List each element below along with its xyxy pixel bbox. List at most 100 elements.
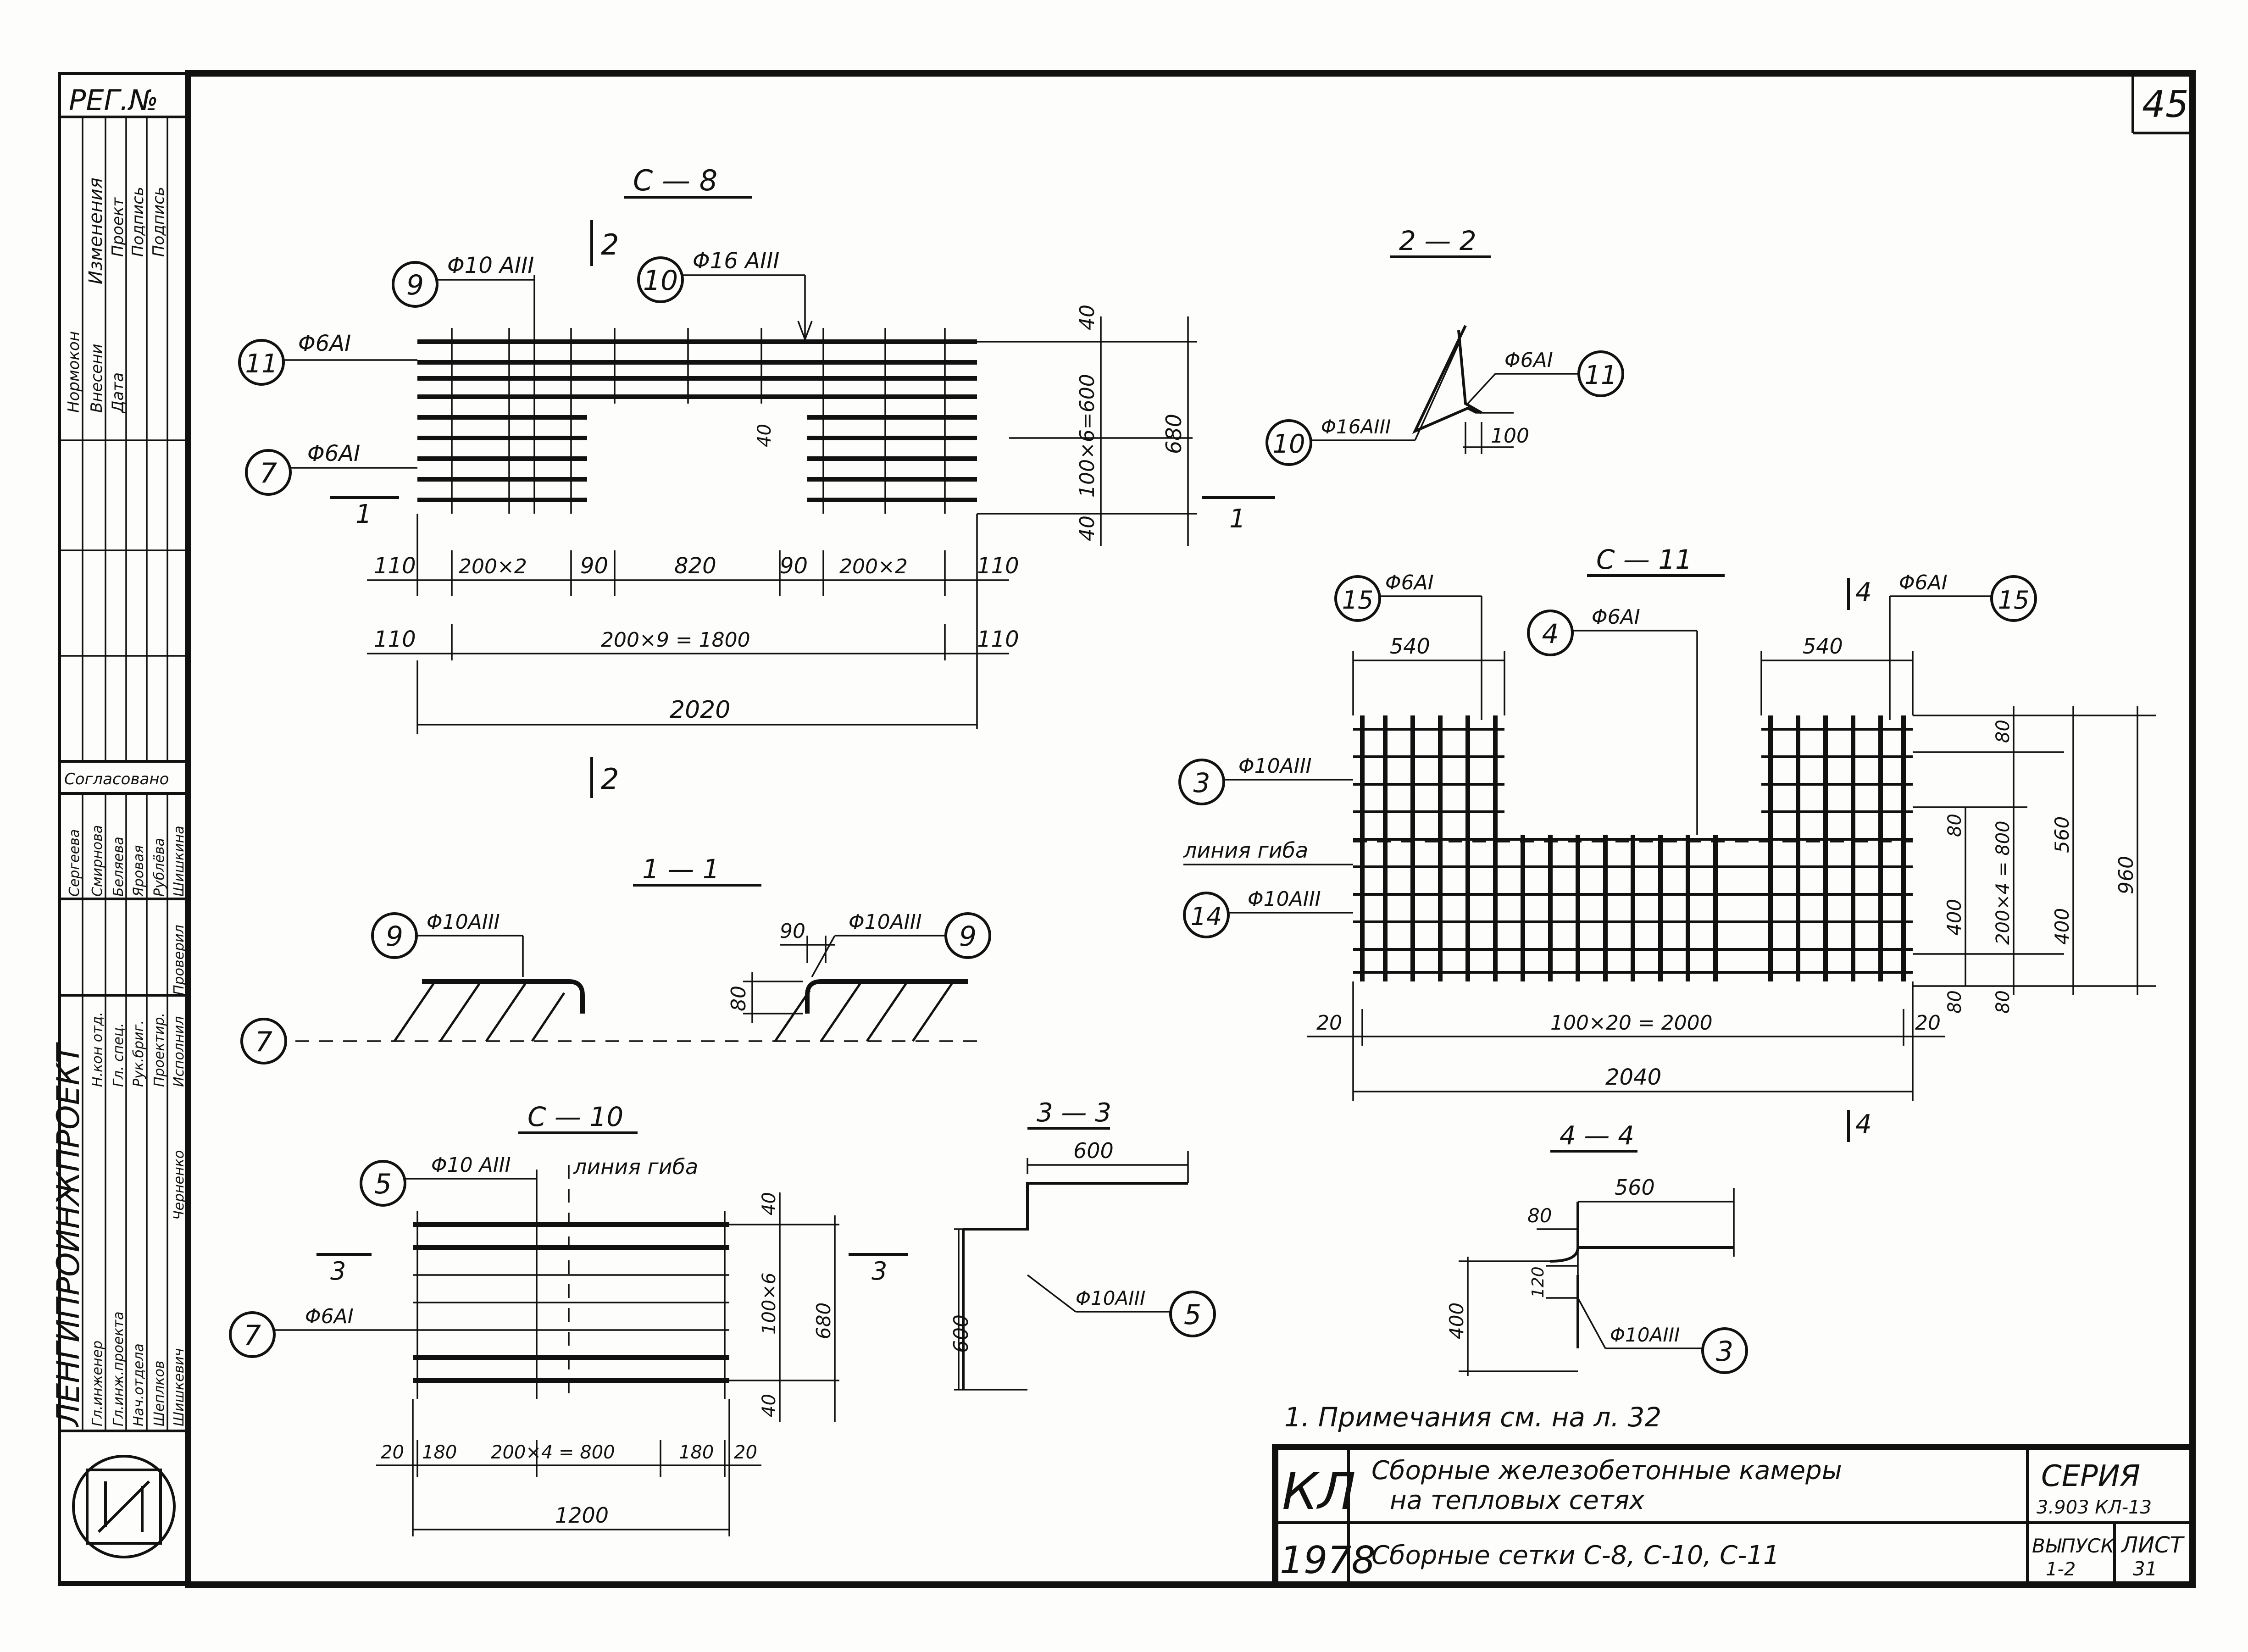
- c11-dim-total: 2040: [1605, 1064, 1661, 1090]
- title-code: КЛ: [1282, 1462, 1356, 1521]
- c10-dim-b-1: 20: [381, 1442, 404, 1463]
- c11-title: С — 11: [1596, 544, 1692, 575]
- c11-dim-bottom-1: 20: [1316, 1011, 1342, 1035]
- outer-frame: [58, 72, 2194, 1586]
- c8-callout-label-7: Φ6AI: [307, 441, 360, 466]
- s33-title: 3 — 3: [1037, 1098, 1111, 1128]
- c11-dim-v-7: 960: [2115, 856, 2138, 894]
- c8-cut-mark-left: 1: [355, 499, 372, 529]
- title-block: КЛ 1978 Сборные железобетонные камеры на…: [1272, 1444, 2196, 1588]
- c11-callout-label-4: Φ6AI: [1592, 605, 1640, 629]
- c10-dim-v-2: 100×6: [759, 1273, 780, 1335]
- strip-role-1: Н.кон отд.: [89, 1012, 105, 1087]
- c8-dim-r2-2: 200×9 = 1800: [601, 628, 750, 652]
- s11-callout-num-7: 7: [255, 1026, 272, 1058]
- organization-logo: [72, 1455, 176, 1558]
- c8-section-mark-top: 2: [601, 228, 619, 261]
- drawing-c11: С — 11 4 4: [1178, 544, 2156, 1142]
- c8-dim-r1-7: 110: [977, 553, 1019, 579]
- strip-name-4: Яровая: [131, 845, 147, 897]
- series-label: СЕРИЯ: [2041, 1459, 2140, 1493]
- c10-bend-line-label: линия гиба: [573, 1154, 698, 1179]
- sheet-label: ЛИСТ: [2120, 1532, 2185, 1558]
- c11-dim-v-1: 80: [1993, 720, 2014, 743]
- c11-callout-num-14: 14: [1191, 902, 1222, 931]
- strip-role-5: Исполнил: [171, 1016, 187, 1087]
- strip-role-2: Гл. спец.: [111, 1023, 127, 1087]
- s44-dim-80: 80: [1527, 1204, 1552, 1227]
- c8-cut-mark-right: 1: [1229, 504, 1246, 534]
- title-line-1: Сборные железобетонные камеры: [1371, 1456, 1842, 1486]
- c10-dim-v-1: 40: [759, 1192, 780, 1215]
- c10-dim-b-4: 180: [679, 1442, 714, 1463]
- inner-frame: [185, 70, 2196, 1588]
- sheet-value: 31: [2133, 1558, 2157, 1580]
- agreed-label: Согласовано: [64, 770, 169, 788]
- c11-dim-bottom-2: 100×20 = 2000: [1550, 1011, 1713, 1035]
- page-number: 45: [2142, 83, 2189, 126]
- c11-callout-label-3: Φ10AIII: [1238, 754, 1312, 778]
- s44-dim-120: 120: [1529, 1266, 1548, 1298]
- title-line-2: на тепловых сетях: [1390, 1486, 1645, 1515]
- reg-label: РЕГ.№: [69, 83, 158, 117]
- c11-dim-v-3: 400: [1943, 899, 1965, 936]
- s22-callout-label-10: Φ16AIII: [1321, 416, 1391, 438]
- s11-dim-90: 90: [780, 920, 805, 943]
- strip-role-6: Проверил: [171, 925, 187, 995]
- s44-title: 4 — 4: [1560, 1121, 1634, 1151]
- c8-callout-label-9: Φ10 AIII: [447, 253, 534, 278]
- strip-staff-5: Шишкевич: [171, 1348, 187, 1426]
- c11-dim-v-2: 80: [1944, 814, 1965, 837]
- c11-dim-v-9: 80: [1993, 990, 2014, 1014]
- c10-dim-b-2: 180: [422, 1442, 457, 1463]
- s44-callout-num-3: 3: [1716, 1336, 1733, 1368]
- strip-staff-6: Черненко: [171, 1150, 187, 1220]
- s44-callout-label-3: Φ10AIII: [1610, 1324, 1680, 1346]
- c10-callout-num-7: 7: [244, 1319, 261, 1352]
- title-year: 1978: [1280, 1539, 1376, 1582]
- org-name: ЛЕНГИПРОИНЖПРОЕКТ: [50, 1042, 87, 1428]
- strip-col-6: Подпись: [129, 187, 147, 257]
- strip-name-2: Смирнова: [89, 825, 105, 897]
- c8-dim-r1-6: 200×2: [839, 555, 908, 578]
- s11-callout-label-9-right: Φ10AIII: [849, 910, 922, 934]
- drawing-c8: С — 8 2 2 9: [238, 164, 1275, 798]
- c8-dim-r1-1: 110: [374, 553, 416, 579]
- c11-section-mark-top: 4: [1855, 577, 1872, 607]
- section-2-2: 2 — 2 100 10 Φ16AIII 11 Φ6AI: [1266, 225, 1624, 466]
- strip-name-3: Беляева: [111, 837, 127, 897]
- c11-section-mark-bottom: 4: [1855, 1109, 1872, 1139]
- c11-callout-num-15-left: 15: [1342, 586, 1374, 615]
- c10-title: С — 10: [527, 1101, 623, 1132]
- c10-dim-b-5: 20: [734, 1442, 757, 1463]
- s11-title: 1 — 1: [642, 854, 720, 885]
- s11-callout-label-9-left: Φ10AIII: [427, 910, 500, 934]
- c8-dim-r1-4: 820: [674, 553, 716, 579]
- c8-dim-v-total: 680: [1161, 414, 1186, 454]
- strip-col-3: Дата: [109, 372, 127, 414]
- c11-dim-v-5: 560: [2051, 816, 2073, 853]
- c11-callout-label-15-left: Φ6AI: [1385, 571, 1434, 594]
- strip-col-7: Подпись: [150, 187, 168, 257]
- strip-name-5: Рублёва: [151, 838, 167, 897]
- c11-callout-label-14: Φ10AIII: [1248, 887, 1321, 911]
- strip-staff-4: Шеплков: [151, 1361, 167, 1426]
- c8-dim-v-mid: 100×6=600: [1076, 374, 1099, 498]
- drawing-c10: С — 10 5 Φ10 AIII линия гиба 7 Φ6AI 3 3: [229, 1101, 908, 1536]
- c10-cut-mark-left: 3: [330, 1257, 346, 1286]
- c10-cut-mark-right: 3: [871, 1257, 887, 1286]
- c11-dim-bottom-3: 20: [1915, 1011, 1941, 1035]
- c8-dim-r1-2: 200×2: [459, 555, 527, 578]
- c10-callout-label-5: Φ10 AIII: [431, 1153, 511, 1177]
- c10-dim-v-4: 40: [759, 1394, 780, 1417]
- strip-staff-1: Гл.инженер: [89, 1341, 105, 1426]
- strip-col-4: Изменения: [85, 177, 106, 284]
- c8-dim-v-top: 40: [1076, 305, 1099, 330]
- series-value: 3.903 КЛ-13: [2037, 1497, 2152, 1518]
- c11-dim-top-right: 540: [1803, 634, 1843, 659]
- strip-role-4: Проектир.: [151, 1013, 167, 1087]
- s11-callout-num-9-right: 9: [959, 920, 977, 953]
- s11-callout-num-9-left: 9: [386, 920, 403, 953]
- issue-label: ВЫПУСК: [2032, 1535, 2115, 1557]
